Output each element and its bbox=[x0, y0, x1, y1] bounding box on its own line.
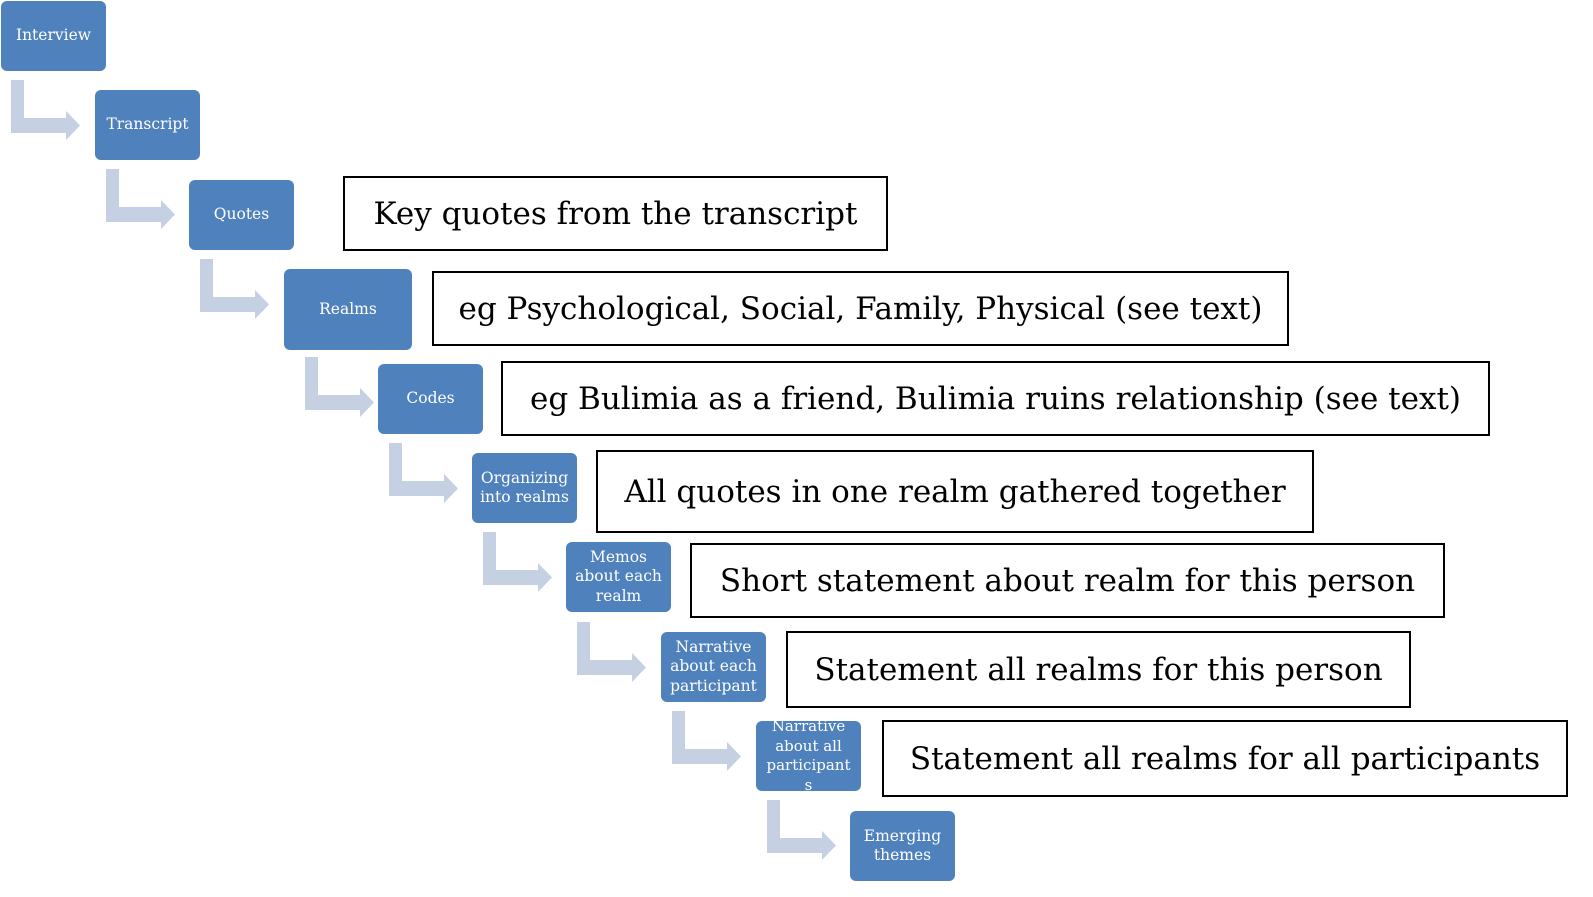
elbow-arrow-icon bbox=[767, 800, 836, 860]
step-quotes: Quotes bbox=[189, 180, 294, 250]
elbow-arrow-icon bbox=[672, 711, 741, 771]
note-narrative-about-all-participants: Statement all realms for all participant… bbox=[882, 720, 1568, 797]
step-label: Codes bbox=[406, 389, 455, 408]
step-organizing-into-realms: Organizing into realms bbox=[472, 453, 577, 523]
elbow-arrow-icon bbox=[389, 443, 458, 503]
elbow-arrow-icon bbox=[11, 80, 80, 140]
note-text: eg Bulimia as a friend, Bulimia ruins re… bbox=[530, 380, 1461, 417]
step-label: Realms bbox=[319, 299, 377, 318]
note-realms: eg Psychological, Social, Family, Physic… bbox=[432, 271, 1289, 346]
step-label: Emerging themes bbox=[863, 826, 942, 865]
note-text: Key quotes from the transcript bbox=[373, 195, 858, 232]
step-label: Transcript bbox=[106, 115, 189, 134]
step-realms: Realms bbox=[284, 269, 412, 350]
step-label: Interview bbox=[15, 26, 92, 45]
note-text: eg Psychological, Social, Family, Physic… bbox=[458, 290, 1263, 327]
step-label: Narrative about all participant s bbox=[766, 721, 851, 791]
step-emerging-themes: Emerging themes bbox=[850, 811, 955, 881]
note-narrative-about-each-participant: Statement all realms for this person bbox=[786, 631, 1411, 708]
step-label: Organizing into realms bbox=[480, 468, 569, 507]
note-memos-about-each-realm: Short statement about realm for this per… bbox=[690, 543, 1445, 618]
note-text: Statement all realms for this person bbox=[814, 651, 1383, 688]
step-transcript: Transcript bbox=[95, 90, 200, 160]
step-interview: Interview bbox=[1, 1, 106, 71]
elbow-arrow-icon bbox=[577, 622, 646, 682]
step-codes: Codes bbox=[378, 364, 483, 434]
note-quotes: Key quotes from the transcript bbox=[343, 176, 888, 251]
note-text: All quotes in one realm gathered togethe… bbox=[624, 473, 1286, 510]
elbow-arrow-icon bbox=[106, 169, 175, 229]
step-memos-about-each-realm: Memos about each realm bbox=[566, 542, 671, 612]
step-label: Narrative about each participant bbox=[670, 637, 757, 695]
elbow-arrow-icon bbox=[483, 532, 552, 592]
note-codes: eg Bulimia as a friend, Bulimia ruins re… bbox=[501, 361, 1490, 436]
elbow-arrow-icon bbox=[305, 357, 374, 417]
step-label: Quotes bbox=[213, 205, 270, 224]
step-narrative-about-all-participants: Narrative about all participant s bbox=[756, 721, 861, 791]
note-organizing-into-realms: All quotes in one realm gathered togethe… bbox=[596, 450, 1314, 533]
note-text: Short statement about realm for this per… bbox=[719, 562, 1416, 599]
step-narrative-about-each-participant: Narrative about each participant bbox=[661, 632, 766, 702]
elbow-arrow-icon bbox=[200, 259, 269, 319]
note-text: Statement all realms for all participant… bbox=[909, 740, 1541, 777]
step-label: Memos about each realm bbox=[575, 547, 662, 605]
